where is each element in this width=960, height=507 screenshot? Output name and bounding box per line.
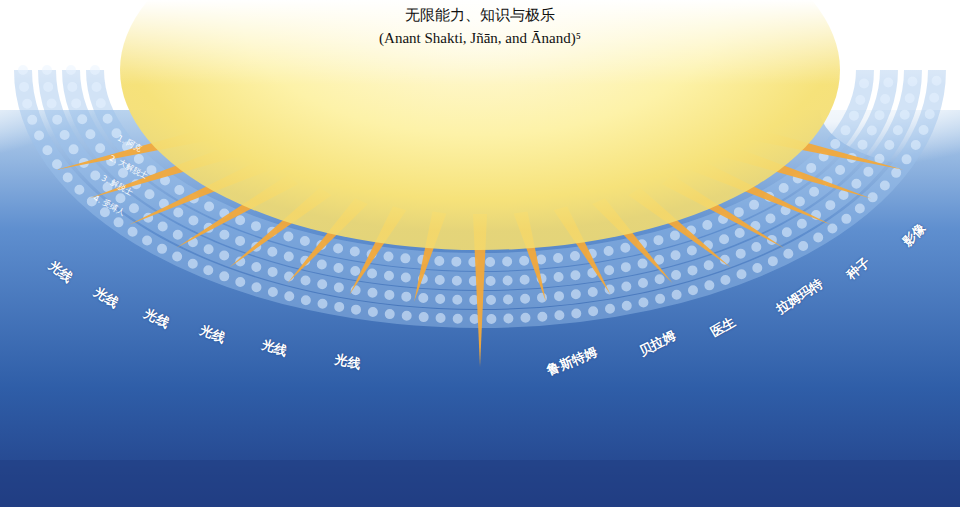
top-fade (0, 0, 960, 85)
title: 无限能力、知识与极乐 (0, 6, 960, 25)
subtitle: (Anant Shakti, Jñān, and Ānand)⁵ (0, 30, 960, 47)
ground-band (0, 460, 960, 507)
